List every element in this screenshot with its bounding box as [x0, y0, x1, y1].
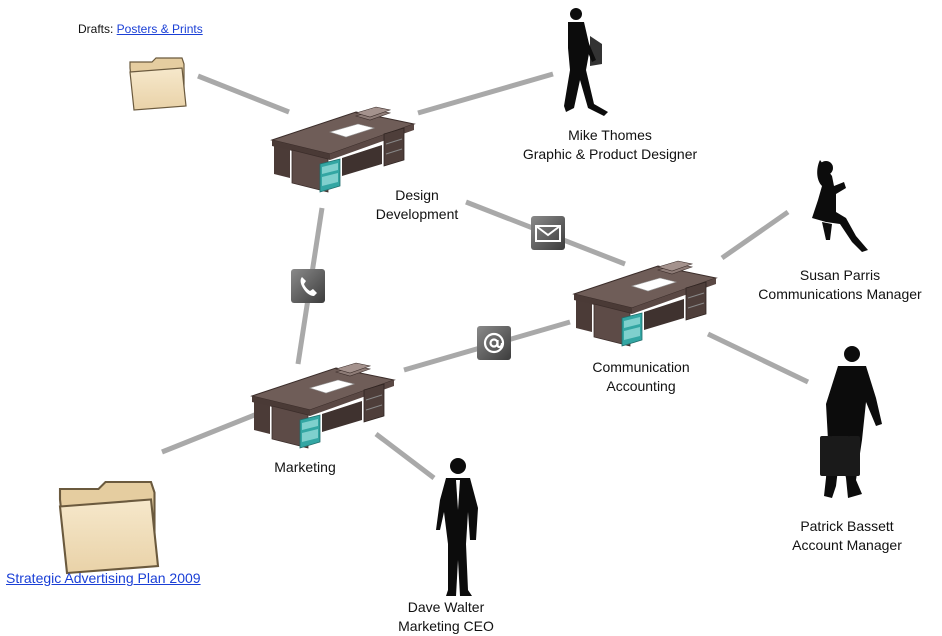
label-mike-thomes: Mike Thomes Graphic & Product Designer [510, 126, 710, 164]
drafts-prefix: Drafts: [78, 22, 117, 36]
patrick-name: Patrick Bassett [800, 518, 894, 534]
label-dave-walter: Dave Walter Marketing CEO [386, 598, 506, 636]
connector-design-mike [417, 71, 554, 116]
dave-role: Marketing CEO [398, 618, 494, 634]
strategic-advertising-plan-link[interactable]: Strategic Advertising Plan 2009 [6, 570, 201, 586]
at-sign-icon[interactable] [477, 326, 511, 360]
drafts-label: Drafts: Posters & Prints [78, 22, 203, 36]
person-patrick-bassett-icon [820, 346, 882, 498]
label-design-development: Design Development [375, 187, 459, 222]
dave-name: Dave Walter [407, 599, 485, 615]
mike-name: Mike Thomes [568, 127, 652, 143]
connector-marketing-folder [161, 409, 263, 455]
susan-role: Communications Manager [758, 286, 922, 302]
posters-prints-link[interactable]: Posters & Prints [116, 22, 203, 36]
connector-marketing-dave [374, 432, 436, 480]
envelope-icon[interactable] [531, 216, 565, 250]
label-susan-parris: Susan Parris Communications Manager [742, 266, 938, 304]
label-communication-accounting: Communication Accounting [592, 359, 690, 394]
desk-communication-accounting[interactable] [573, 260, 717, 347]
desk-design-development[interactable] [271, 106, 415, 193]
label-patrick-bassett: Patrick Bassett Account Manager [762, 517, 932, 555]
phone-icon[interactable] [291, 269, 325, 303]
person-mike-thomes-icon [564, 8, 608, 116]
folder-strategic-plan-icon[interactable] [58, 480, 160, 575]
connector-communication-patrick [706, 331, 810, 385]
folder-posters-prints-icon[interactable] [129, 57, 187, 111]
label-marketing: Marketing [274, 459, 336, 475]
person-susan-parris-icon [812, 160, 868, 252]
connector-folder-design [197, 73, 290, 115]
person-dave-walter-icon [436, 458, 478, 596]
susan-name: Susan Parris [799, 267, 881, 283]
mike-role: Graphic & Product Designer [522, 146, 698, 162]
desk-marketing[interactable] [251, 362, 395, 449]
patrick-role: Account Manager [792, 537, 902, 553]
connector-susan-communication [720, 209, 790, 261]
